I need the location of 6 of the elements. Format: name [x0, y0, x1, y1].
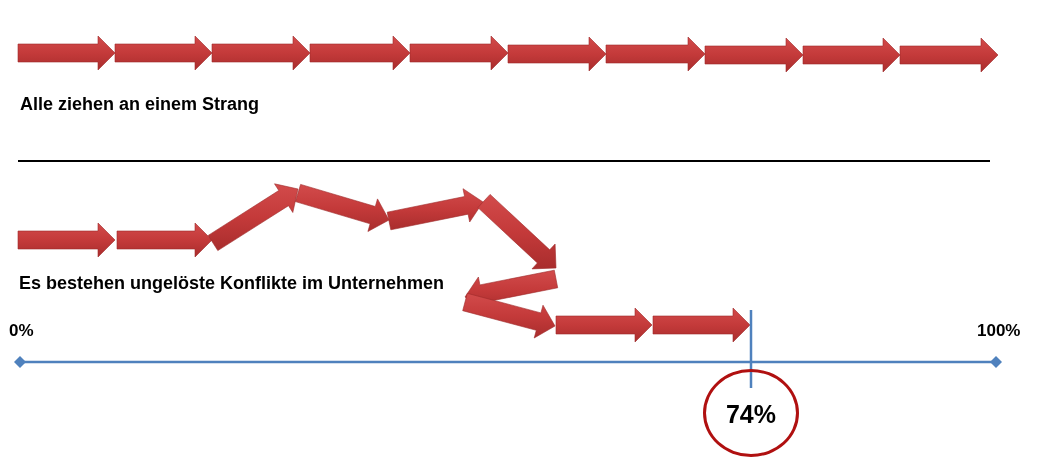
row-caption: Alle ziehen an einem Strang: [20, 94, 260, 115]
row-caption: Es bestehen ungelöste Konflikte im Unternehmen: [19, 273, 445, 294]
percentage-value: 74%: [725, 401, 776, 429]
highlight-circle: [703, 369, 799, 457]
scale-label: 0%: [9, 321, 34, 341]
scale-label: 100%: [977, 321, 1021, 341]
